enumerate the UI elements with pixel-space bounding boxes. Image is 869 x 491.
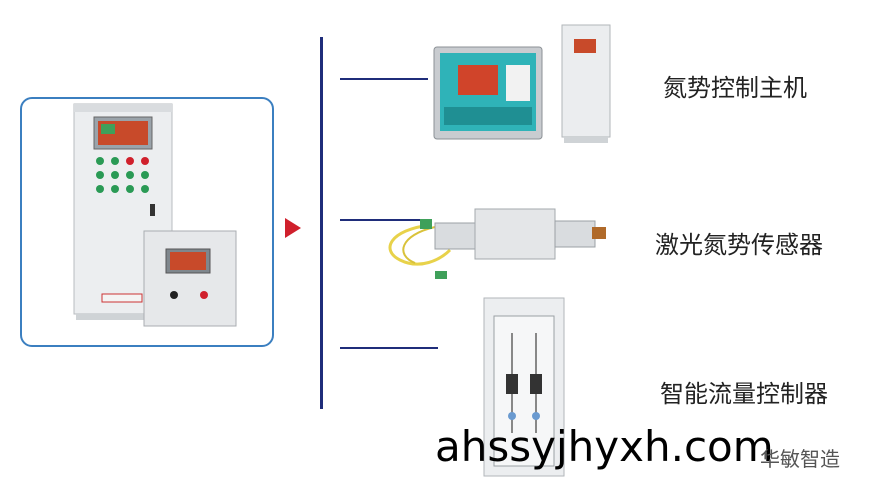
- component-label-sensor: 激光氮势传感器: [655, 231, 823, 259]
- brand-text: 华敏智造: [760, 447, 840, 471]
- connector-line-2: [340, 219, 428, 221]
- component-label-flow: 智能流量控制器: [660, 380, 828, 408]
- vertical-divider: [320, 37, 323, 409]
- component-label-host: 氮势控制主机: [663, 74, 807, 102]
- flow-controller-illustration: [483, 297, 565, 477]
- pointer-arrow-icon: [285, 218, 301, 238]
- connector-line-3: [340, 347, 438, 349]
- control-cabinet-illustration: [73, 103, 237, 327]
- product-frame: [20, 97, 274, 347]
- hmi-panel-illustration: [433, 24, 611, 143]
- connector-line-1: [340, 78, 428, 80]
- laser-sensor-illustration: [388, 208, 606, 279]
- watermark-text: ahssyjhyxh.com: [435, 422, 774, 471]
